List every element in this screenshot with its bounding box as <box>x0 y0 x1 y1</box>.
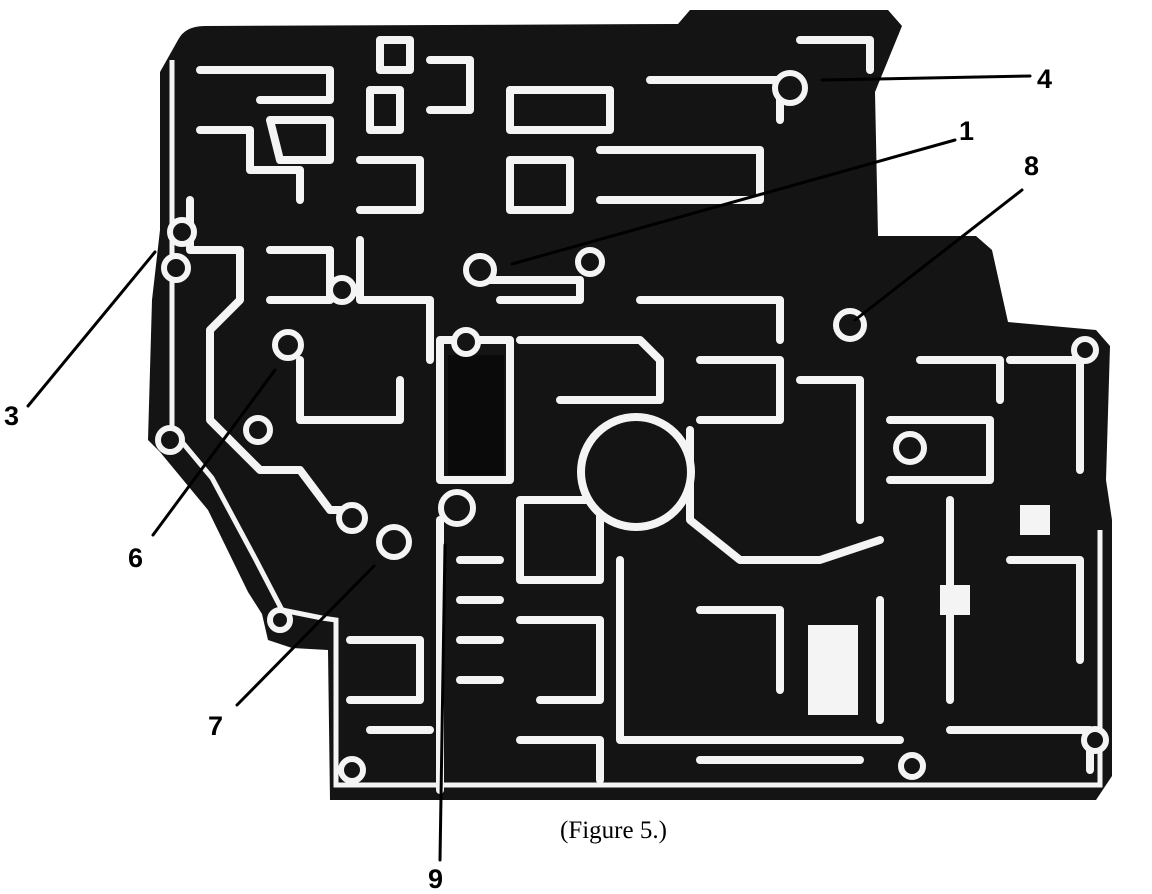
callout-number-8: 8 <box>1024 151 1039 181</box>
callout-number-1: 1 <box>959 116 974 146</box>
leader-line-9 <box>438 543 447 862</box>
callout-number-6: 6 <box>128 543 143 573</box>
fluid-passages <box>186 36 1094 794</box>
leader-lines <box>26 74 1032 862</box>
port-holes <box>155 70 1109 784</box>
leader-line-8 <box>853 188 1024 322</box>
leader-line-4 <box>820 74 1032 82</box>
center-window <box>448 355 504 475</box>
callout-number-3: 3 <box>4 401 19 431</box>
leader-line-1 <box>510 138 957 266</box>
callout-number-9: 9 <box>428 864 443 894</box>
leader-line-6 <box>151 368 277 537</box>
casting-edge <box>169 60 1103 788</box>
leader-line-7 <box>235 564 376 707</box>
figure-caption: (Figure 5.) <box>560 817 667 844</box>
callout-number-4: 4 <box>1037 64 1052 94</box>
leader-line-3 <box>26 250 157 408</box>
bright-pads <box>808 505 1050 715</box>
central-bore <box>577 413 695 531</box>
callout-number-7: 7 <box>208 711 223 741</box>
